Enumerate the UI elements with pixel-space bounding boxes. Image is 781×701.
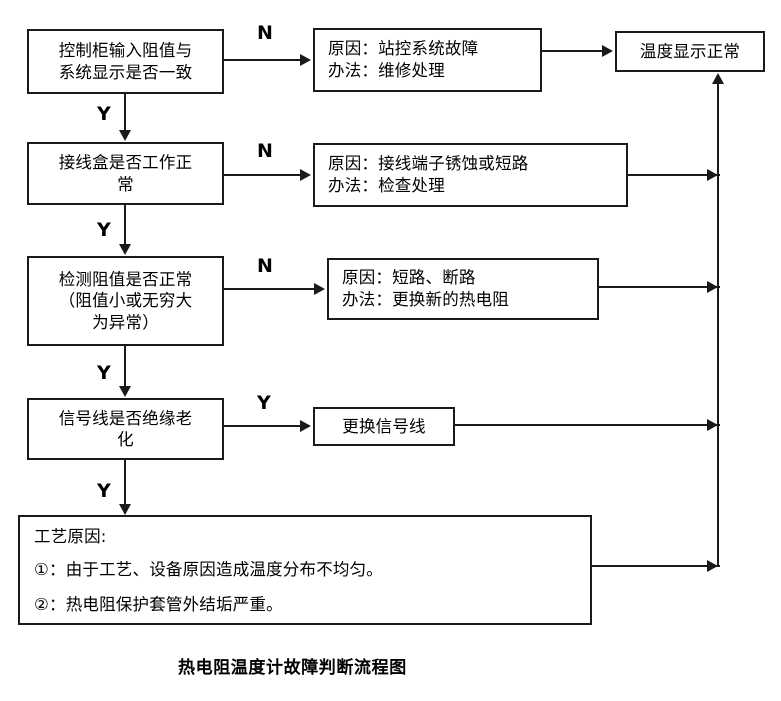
arrowhead-d2-to-reason2	[300, 169, 311, 181]
branch-label-d4-yes-right: Y	[257, 392, 271, 414]
arrowhead-d3-to-d4	[119, 386, 131, 397]
branch-label-d3-yes: Y	[97, 362, 111, 384]
reason-node-terminal-corrosion[interactable]: 原因：接线端子锈蚀或短路 办法：检查处理	[313, 143, 628, 207]
edge-d2-to-reason2	[224, 174, 302, 176]
edge-d1-to-d2	[124, 94, 126, 131]
edge-action1-to-bus	[455, 424, 720, 426]
arrowhead-reason2-to-bus	[707, 169, 718, 181]
process-line3: ②：热电阻保护套管外结垢严重。	[34, 594, 283, 614]
reason1-line2: 办法：维修处理	[328, 61, 445, 80]
arrowhead-d3-to-reason3	[314, 283, 325, 295]
decision3-line2: （阻值小或无穷大	[58, 291, 193, 311]
edge-process-to-bus	[592, 565, 720, 567]
decision1-line1: 控制柜输入阻值与	[58, 41, 193, 61]
process-node-technology-causes[interactable]: 工艺原因: ①：由于工艺、设备原因造成温度分布不均匀。 ②：热电阻保护套管外结垢…	[18, 515, 592, 625]
branch-label-d1-yes: Y	[97, 103, 111, 125]
action-node-replace-signal-line[interactable]: 更换信号线	[313, 407, 455, 446]
edge-reason3-to-bus	[599, 286, 720, 288]
arrowhead-d2-to-d3	[119, 244, 131, 255]
decision3-line1: 检测阻值是否正常	[58, 269, 193, 289]
reason1-line1: 原因：站控系统故障	[328, 38, 479, 58]
branch-label-d3-no: N	[257, 255, 273, 277]
arrowhead-d4-to-process	[119, 504, 131, 515]
branch-label-d2-yes: Y	[97, 219, 111, 241]
arrowhead-action1-to-bus	[707, 419, 718, 431]
decision2-line2: 常	[117, 174, 134, 194]
reason2-line1: 原因：接线端子锈蚀或短路	[328, 153, 529, 173]
action1-line1: 更换信号线	[342, 416, 426, 436]
decision2-line1: 接线盒是否工作正	[58, 153, 193, 173]
branch-label-d2-no: N	[257, 140, 273, 162]
arrowhead-reason3-to-bus	[707, 281, 718, 293]
edge-d2-to-d3	[124, 205, 126, 244]
terminal-line1: 温度显示正常	[639, 41, 741, 61]
edge-d4-to-process	[124, 460, 126, 505]
decision4-line2: 化	[117, 430, 134, 449]
edge-d4-to-action1	[224, 425, 302, 427]
decision-node-resistance-check[interactable]: 检测阻值是否正常 （阻值小或无穷大 为异常）	[27, 256, 224, 346]
branch-label-d1-no: N	[257, 22, 273, 44]
terminal-node-temperature-normal[interactable]: 温度显示正常	[615, 31, 765, 72]
arrowhead-d1-to-reason1	[300, 54, 311, 66]
process-line1: 工艺原因:	[34, 527, 107, 546]
arrowhead-d4-to-action1	[300, 420, 311, 432]
reason3-line2: 办法：更换新的热电阻	[342, 290, 509, 309]
branch-label-d4-yes-down: Y	[97, 480, 111, 502]
arrowhead-reason1-to-terminal	[602, 45, 613, 57]
reason3-line1: 原因：短路、断路	[342, 267, 476, 287]
diagram-caption: 热电阻温度计故障判断流程图	[178, 658, 407, 678]
arrowhead-d1-to-d2	[119, 130, 131, 141]
decision-node-junction-box[interactable]: 接线盒是否工作正 常	[27, 142, 224, 205]
edge-d1-to-reason1	[224, 59, 302, 61]
edge-reason1-to-terminal	[542, 50, 604, 52]
arrowhead-collector-to-terminal	[712, 73, 724, 84]
edge-reason2-to-bus	[628, 174, 720, 176]
arrowhead-process-to-bus	[707, 560, 718, 572]
process-line2: ①：由于工艺、设备原因造成温度分布不均匀。	[34, 560, 383, 580]
decision1-line2: 系统显示是否一致	[58, 62, 193, 82]
decision-node-signal-line-aging[interactable]: 信号线是否绝缘老 化	[27, 398, 224, 460]
decision-node-control-cabinet[interactable]: 控制柜输入阻值与 系统显示是否一致	[27, 29, 224, 94]
reason-node-station-control-fault[interactable]: 原因：站控系统故障 办法：维修处理	[313, 28, 542, 92]
edge-d3-to-d4	[124, 346, 126, 387]
edge-collector-bus	[717, 84, 719, 566]
reason-node-short-open-circuit[interactable]: 原因：短路、断路 办法：更换新的热电阻	[327, 258, 599, 320]
reason2-line2: 办法：检查处理	[328, 176, 445, 195]
decision3-line3: 为异常）	[92, 312, 159, 332]
decision4-line1: 信号线是否绝缘老	[58, 408, 193, 428]
edge-d3-to-reason3	[224, 288, 316, 290]
